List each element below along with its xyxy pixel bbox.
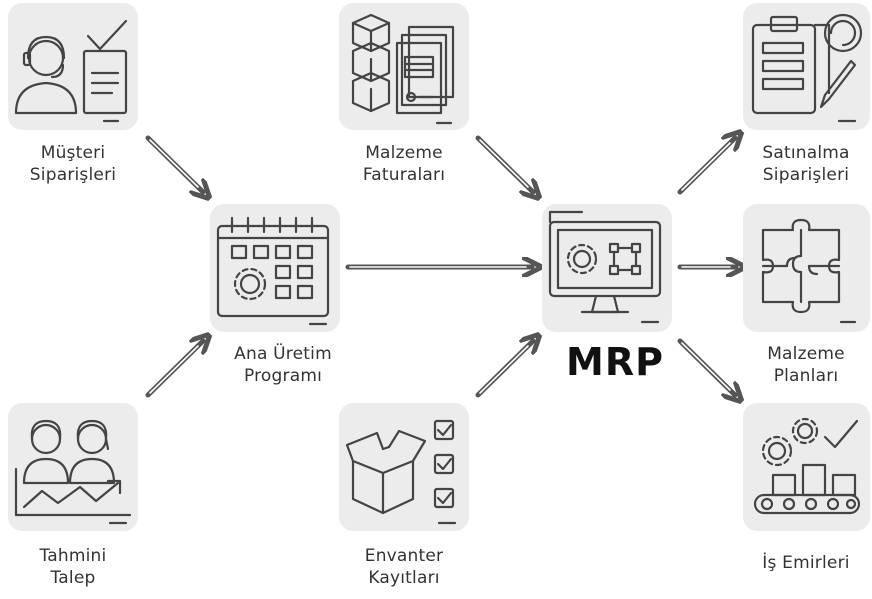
production-calendar-icon (216, 216, 330, 326)
is-emirleri-tile (743, 403, 870, 531)
tahmini-talep-label: Tahmini Talep (39, 546, 107, 588)
malzeme-plan-tile (743, 204, 870, 332)
malzeme-fatura-tile (339, 3, 469, 130)
mrp-title: MRP (566, 340, 664, 384)
malzeme-plan-label: Malzeme Planları (767, 344, 845, 386)
mrp-tile (542, 204, 672, 332)
satinalma-tile (743, 3, 870, 130)
is-emirleri-label: İş Emirleri (762, 553, 850, 573)
tahmini-talep-tile (8, 403, 138, 531)
material-invoice-icon (351, 13, 455, 125)
inventory-box-icon (345, 419, 457, 525)
purchase-order-icon (751, 13, 863, 123)
mrp-computer-icon (548, 210, 662, 324)
satinalma-label: Satınalma Siparişleri (762, 143, 850, 185)
malzeme-fatura-label: Malzeme Faturaları (362, 143, 446, 185)
musteri-siparis-tile (8, 3, 138, 130)
envanter-tile (339, 403, 469, 531)
puzzle-icon (761, 218, 857, 324)
ana-uretim-label: Ana Üretim Programı (234, 344, 332, 386)
demand-forecast-icon (14, 419, 132, 525)
work-order-icon (753, 417, 861, 515)
customer-order-icon (14, 19, 128, 123)
envanter-label: Envanter Kayıtları (364, 546, 444, 588)
musteri-siparis-label: Müşteri Siparişleri (29, 143, 117, 185)
ana-uretim-tile (210, 204, 340, 332)
